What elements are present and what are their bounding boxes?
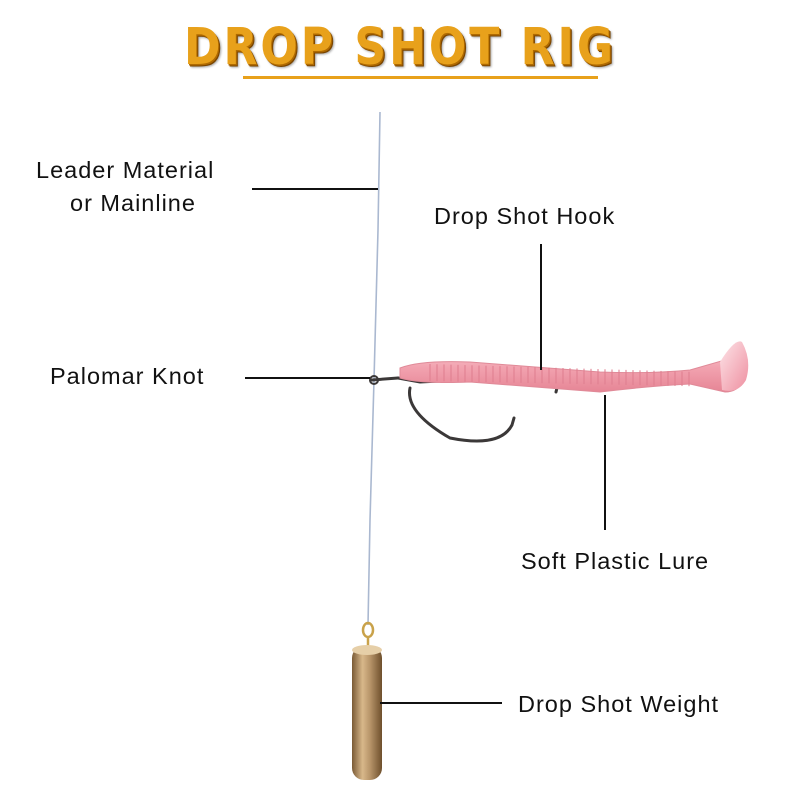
lure-pointer-line	[604, 395, 606, 530]
knot-pointer-line	[245, 377, 370, 379]
diagram-title: DROP SHOT RIG	[184, 18, 616, 77]
label-weight: Drop Shot Weight	[518, 691, 720, 717]
leader-pointer-line	[252, 188, 378, 190]
label-leader-line2: or Mainline	[70, 190, 196, 216]
hook-pointer-line	[540, 244, 542, 370]
weight-pointer-line	[380, 702, 502, 704]
label-leader-line1: Leader Material	[36, 157, 215, 183]
label-knot: Palomar Knot	[50, 363, 205, 389]
lure-icon	[399, 341, 749, 393]
label-hook: Drop Shot Hook	[434, 203, 616, 229]
title-underline	[243, 76, 598, 79]
label-lure: Soft Plastic Lure	[521, 548, 710, 574]
swivel-icon	[361, 621, 375, 646]
weight-icon	[352, 645, 382, 780]
